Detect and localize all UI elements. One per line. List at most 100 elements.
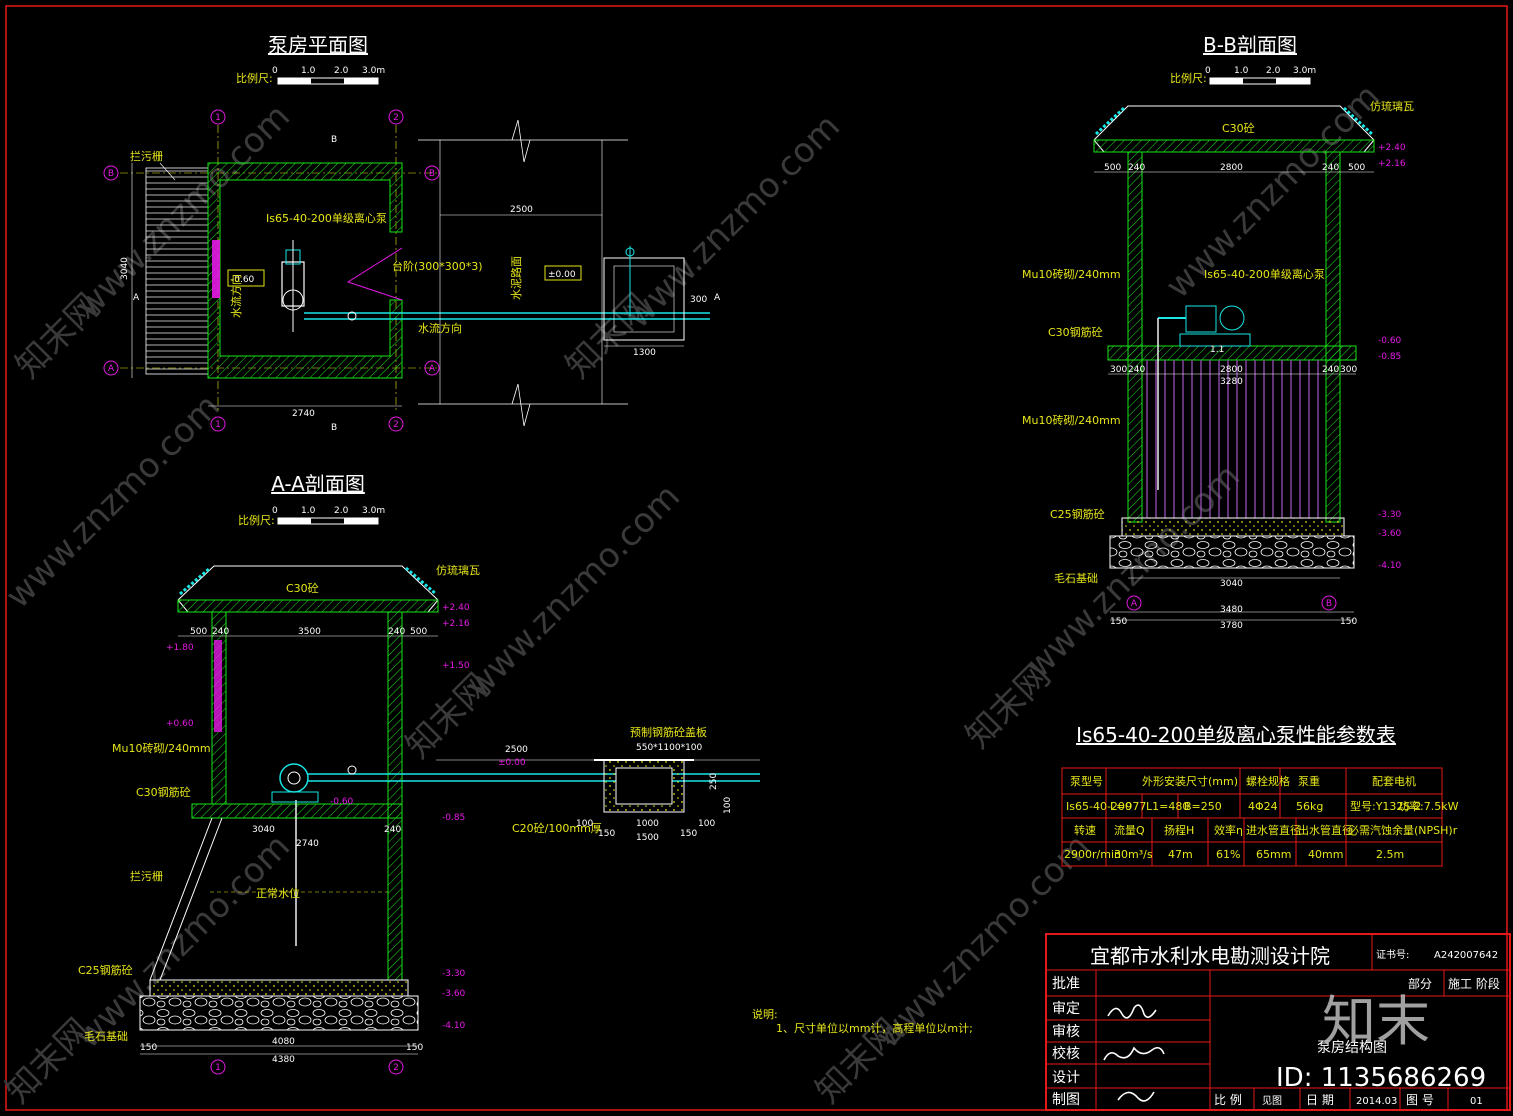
bb-pump-symbol: [1157, 305, 1251, 490]
svg-text:-0.60: -0.60: [330, 797, 354, 807]
svg-text:+1.80: +1.80: [166, 643, 194, 653]
plan-dim-300: 300: [690, 295, 707, 305]
svg-text:4380: 4380: [272, 1055, 295, 1065]
svg-text:-3.30: -3.30: [442, 969, 466, 979]
svg-text:C20砼/100mm厚: C20砼/100mm厚: [512, 822, 602, 835]
plan-scale-bar: 比例尺: 0 1.0 2.0 3.0m: [236, 66, 385, 85]
plan-step-label: 台阶(300*300*3): [392, 259, 483, 273]
svg-text:功率:7.5kW: 功率:7.5kW: [1398, 799, 1459, 813]
svg-text:www.znzmo.com: www.znzmo.com: [618, 106, 848, 336]
image-id: ID: 1135686269: [1276, 1063, 1486, 1093]
signatures: [1103, 1004, 1165, 1102]
svg-text:150: 150: [1110, 617, 1127, 627]
plan-flow-label-1: 水流方向: [229, 274, 243, 318]
svg-text:L=977: L=977: [1110, 800, 1146, 813]
svg-text:150: 150: [680, 829, 697, 839]
plan-pump-label: Is65-40-200单级离心泵: [266, 211, 387, 225]
notes: 说明: 1、尺寸单位以mm计，高程单位以m计;: [752, 1007, 973, 1035]
svg-text:螺栓规格: 螺栓规格: [1246, 774, 1290, 788]
svg-text:审核: 审核: [1052, 1024, 1080, 1040]
svg-text:0: 0: [1205, 66, 1211, 76]
svg-text:1、尺寸单位以mm计，高程单位以m计;: 1、尺寸单位以mm计，高程单位以m计;: [776, 1021, 973, 1035]
svg-text:泵重: 泵重: [1298, 774, 1320, 788]
svg-text:正常水位: 正常水位: [256, 886, 300, 900]
svg-text:1000: 1000: [636, 819, 659, 829]
svg-text:2.0: 2.0: [334, 66, 349, 76]
bb-title: B-B剖面图: [1203, 33, 1297, 57]
plan-pump-symbol: [281, 240, 305, 332]
svg-text:-0.85: -0.85: [442, 813, 465, 823]
svg-text:配套电机: 配套电机: [1372, 774, 1416, 788]
svg-text:效率η: 效率η: [1214, 823, 1243, 837]
sheet-border: [5, 5, 1508, 1111]
svg-text:240: 240: [388, 627, 405, 637]
svg-text:校核: 校核: [1052, 1045, 1080, 1062]
svg-text:比例尺:: 比例尺:: [236, 71, 273, 85]
aa-title: A-A剖面图: [271, 472, 365, 496]
svg-text:Mu10砖砌/240mm: Mu10砖砌/240mm: [1022, 267, 1121, 281]
svg-text:Mu10砖砌/240mm: Mu10砖砌/240mm: [1022, 413, 1121, 427]
svg-text:1500: 1500: [636, 833, 659, 843]
svg-text:B: B: [331, 423, 337, 433]
svg-text:www.znzmo.com: www.znzmo.com: [0, 386, 228, 616]
svg-text:240: 240: [1322, 365, 1339, 375]
svg-text:C25钢筋砼: C25钢筋砼: [78, 963, 133, 977]
svg-text:C30钢筋砼: C30钢筋砼: [1048, 325, 1103, 339]
svg-text:比 例: 比 例: [1214, 1093, 1242, 1107]
svg-text:-3.60: -3.60: [1378, 529, 1402, 539]
svg-text:施工 阶段: 施工 阶段: [1448, 976, 1500, 991]
svg-text:500: 500: [1348, 163, 1365, 173]
svg-text:必需汽蚀余量(NPSH)r: 必需汽蚀余量(NPSH)r: [1348, 823, 1458, 837]
svg-text:500: 500: [410, 627, 427, 637]
aa-pump-symbol: [271, 763, 760, 803]
svg-text:3040: 3040: [252, 825, 275, 835]
svg-text:0: 0: [272, 66, 278, 76]
svg-text:100: 100: [576, 819, 593, 829]
svg-text:C30钢筋砼: C30钢筋砼: [136, 785, 191, 799]
svg-text:150: 150: [140, 1043, 157, 1053]
svg-text:240: 240: [1322, 163, 1339, 173]
svg-text:C25钢筋砼: C25钢筋砼: [1050, 507, 1105, 521]
svg-text:100: 100: [698, 819, 715, 829]
org-name: 宜都市水利水电勘测设计院: [1090, 944, 1330, 968]
svg-text:1.0: 1.0: [301, 506, 316, 516]
svg-text:A: A: [1131, 599, 1138, 609]
svg-text:4080: 4080: [272, 1037, 295, 1047]
svg-text:0: 0: [272, 506, 278, 516]
svg-text:拦污栅: 拦污栅: [130, 869, 163, 883]
svg-text:型号:Y132S-2: 型号:Y132S-2: [1350, 799, 1421, 813]
svg-text:说明:: 说明:: [752, 1007, 778, 1021]
plan-view: 泵房平面图 比例尺: 0 1.0 2.0 3.0m 1 2 1 2 B A B …: [103, 33, 721, 433]
svg-text:部分: 部分: [1408, 976, 1432, 991]
svg-text:+0.60: +0.60: [166, 719, 194, 729]
svg-text:3780: 3780: [1220, 621, 1243, 631]
svg-text:2.5m: 2.5m: [1376, 848, 1404, 861]
svg-text:扬程H: 扬程H: [1164, 823, 1194, 837]
svg-text:-0.85: -0.85: [1378, 352, 1401, 362]
svg-text:+2.40: +2.40: [442, 603, 470, 613]
svg-text:A: A: [108, 364, 115, 374]
plan-dim-3040: 3040: [120, 257, 130, 280]
bb-scale-bar: 比例尺: 0 1.0 2.0 3.0m: [1170, 66, 1316, 85]
svg-text:2800: 2800: [1220, 163, 1243, 173]
svg-text:-0.60: -0.60: [1378, 336, 1402, 346]
svg-text:+2.16: +2.16: [1378, 159, 1406, 169]
svg-text:C30砼: C30砼: [1222, 122, 1255, 135]
plan-dim-1300: 1300: [633, 348, 656, 358]
svg-text:3480: 3480: [1220, 605, 1243, 615]
svg-text:毛石基础: 毛石基础: [84, 1030, 128, 1043]
svg-text:01: 01: [1470, 1096, 1483, 1107]
svg-text:-4.10: -4.10: [442, 1021, 466, 1031]
svg-text:图 号: 图 号: [1406, 1093, 1434, 1107]
svg-text:30m³/s: 30m³/s: [1114, 848, 1153, 861]
svg-text:A: A: [133, 293, 140, 303]
svg-text:B: B: [1326, 599, 1332, 609]
svg-text:1: 1: [215, 113, 221, 123]
aa-elevations: +2.40 +2.16 +1.80 +1.50 +0.60 -0.60 -0.8…: [166, 603, 526, 1031]
svg-text:150: 150: [1340, 617, 1357, 627]
svg-text:150: 150: [598, 829, 615, 839]
svg-text:±0.00: ±0.00: [498, 758, 526, 768]
svg-text:仿琉璃瓦: 仿琉璃瓦: [436, 563, 480, 577]
svg-text:A: A: [714, 293, 721, 303]
svg-text:1: 1: [215, 1063, 221, 1073]
